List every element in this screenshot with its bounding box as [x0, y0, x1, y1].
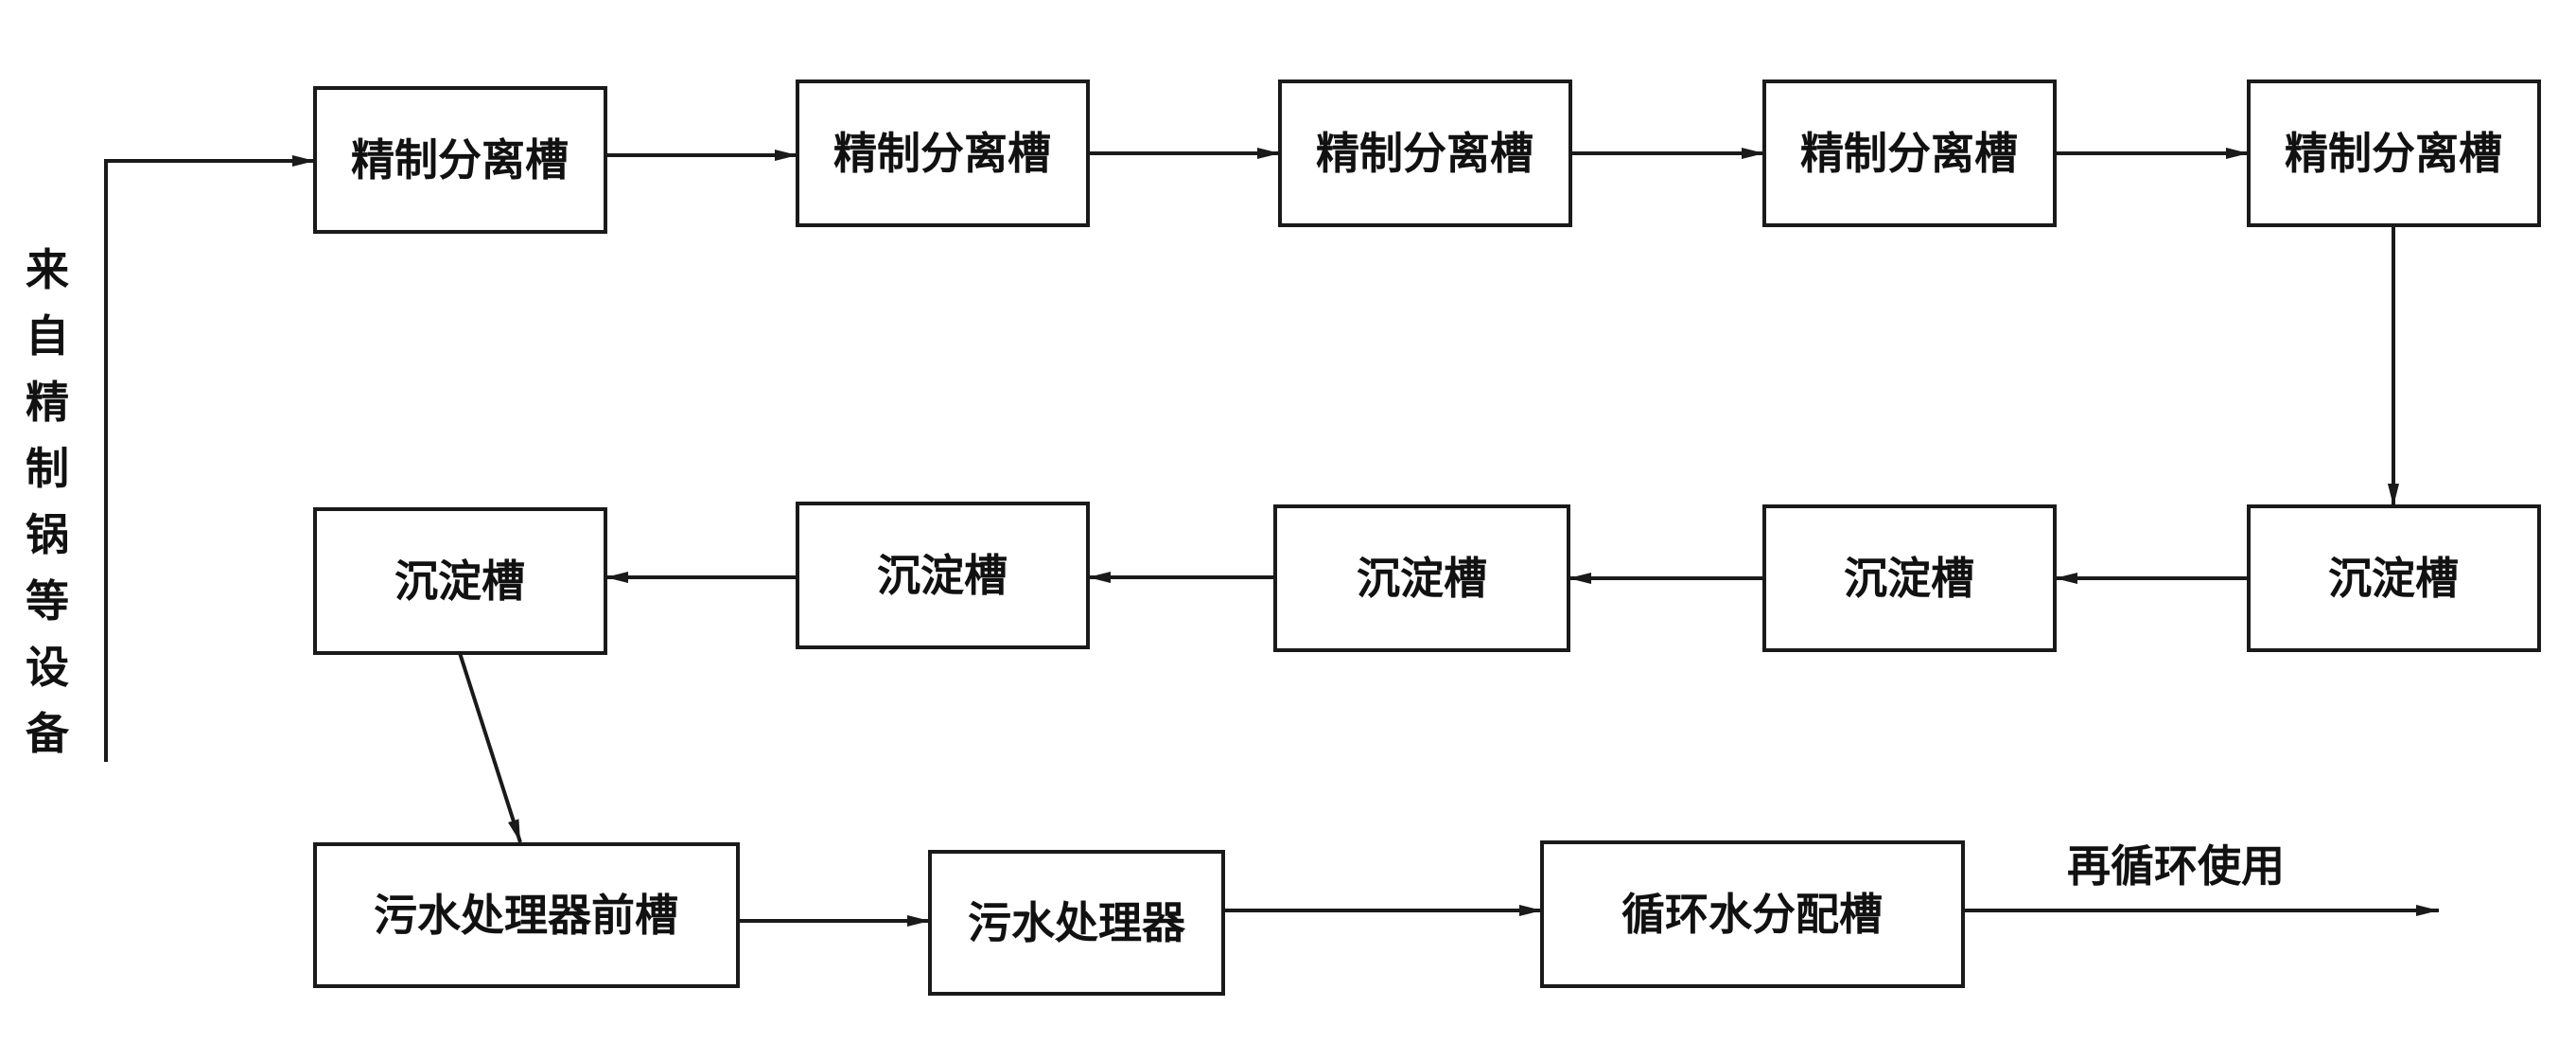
- separation-tank-3: 精制分离槽: [1278, 80, 1572, 227]
- separation-tank-5: 精制分离槽: [2247, 80, 2541, 227]
- settling-tank-1: 沉淀槽: [313, 507, 607, 655]
- settling-tank-1-label: 沉淀槽: [394, 556, 525, 607]
- settling-tank-5: 沉淀槽: [2247, 504, 2541, 652]
- settling-tank-3: 沉淀槽: [1273, 504, 1570, 652]
- source-label-char: 等: [26, 575, 69, 627]
- inlet-arrow: [104, 155, 315, 762]
- wastewater-pre-tank: 污水处理器前槽: [313, 842, 740, 988]
- wastewater-treater-label: 污水处理器: [968, 897, 1186, 948]
- source-label-char: 备: [26, 708, 70, 759]
- separation-tank-3-label: 精制分离槽: [1316, 128, 1533, 179]
- separation-tank-4-label: 精制分离槽: [1800, 128, 2018, 179]
- settling-tank-5-label: 沉淀槽: [2328, 553, 2459, 604]
- separation-tank-5-label: 精制分离槽: [2285, 128, 2502, 179]
- source-label: 来 自 精 制 锅 等 设 备: [26, 244, 70, 759]
- separation-tank-1-label: 精制分离槽: [351, 134, 569, 186]
- separation-tank-4: 精制分离槽: [1762, 80, 2057, 227]
- output-label: 再循环使用: [2067, 840, 2285, 892]
- separation-tank-1: 精制分离槽: [313, 86, 607, 234]
- settling-tank-4: 沉淀槽: [1762, 504, 2057, 652]
- wastewater-pre-tank-label: 污水处理器前槽: [374, 890, 678, 941]
- source-label-char: 精: [26, 377, 69, 428]
- separation-tank-2: 精制分离槽: [796, 80, 1090, 227]
- settling-tank-2: 沉淀槽: [796, 502, 1090, 649]
- source-label-char: 锅: [26, 509, 69, 560]
- circulating-water-distribution-tank-label: 循环水分配槽: [1621, 889, 1883, 940]
- source-label-char: 来: [26, 244, 69, 295]
- source-label-char: 设: [26, 642, 69, 693]
- source-label-char: 自: [26, 310, 69, 362]
- settling-tank-3-label: 沉淀槽: [1357, 553, 1487, 604]
- wastewater-treater: 污水处理器: [928, 850, 1225, 996]
- settling-tank-2-label: 沉淀槽: [877, 550, 1008, 601]
- source-label-char: 制: [26, 443, 69, 494]
- settling-tank-4-label: 沉淀槽: [1844, 553, 1974, 604]
- arrow-settle1-pretank: [458, 652, 522, 843]
- separation-tank-2-label: 精制分离槽: [833, 128, 1051, 179]
- circulating-water-distribution-tank: 循环水分配槽: [1540, 840, 1965, 988]
